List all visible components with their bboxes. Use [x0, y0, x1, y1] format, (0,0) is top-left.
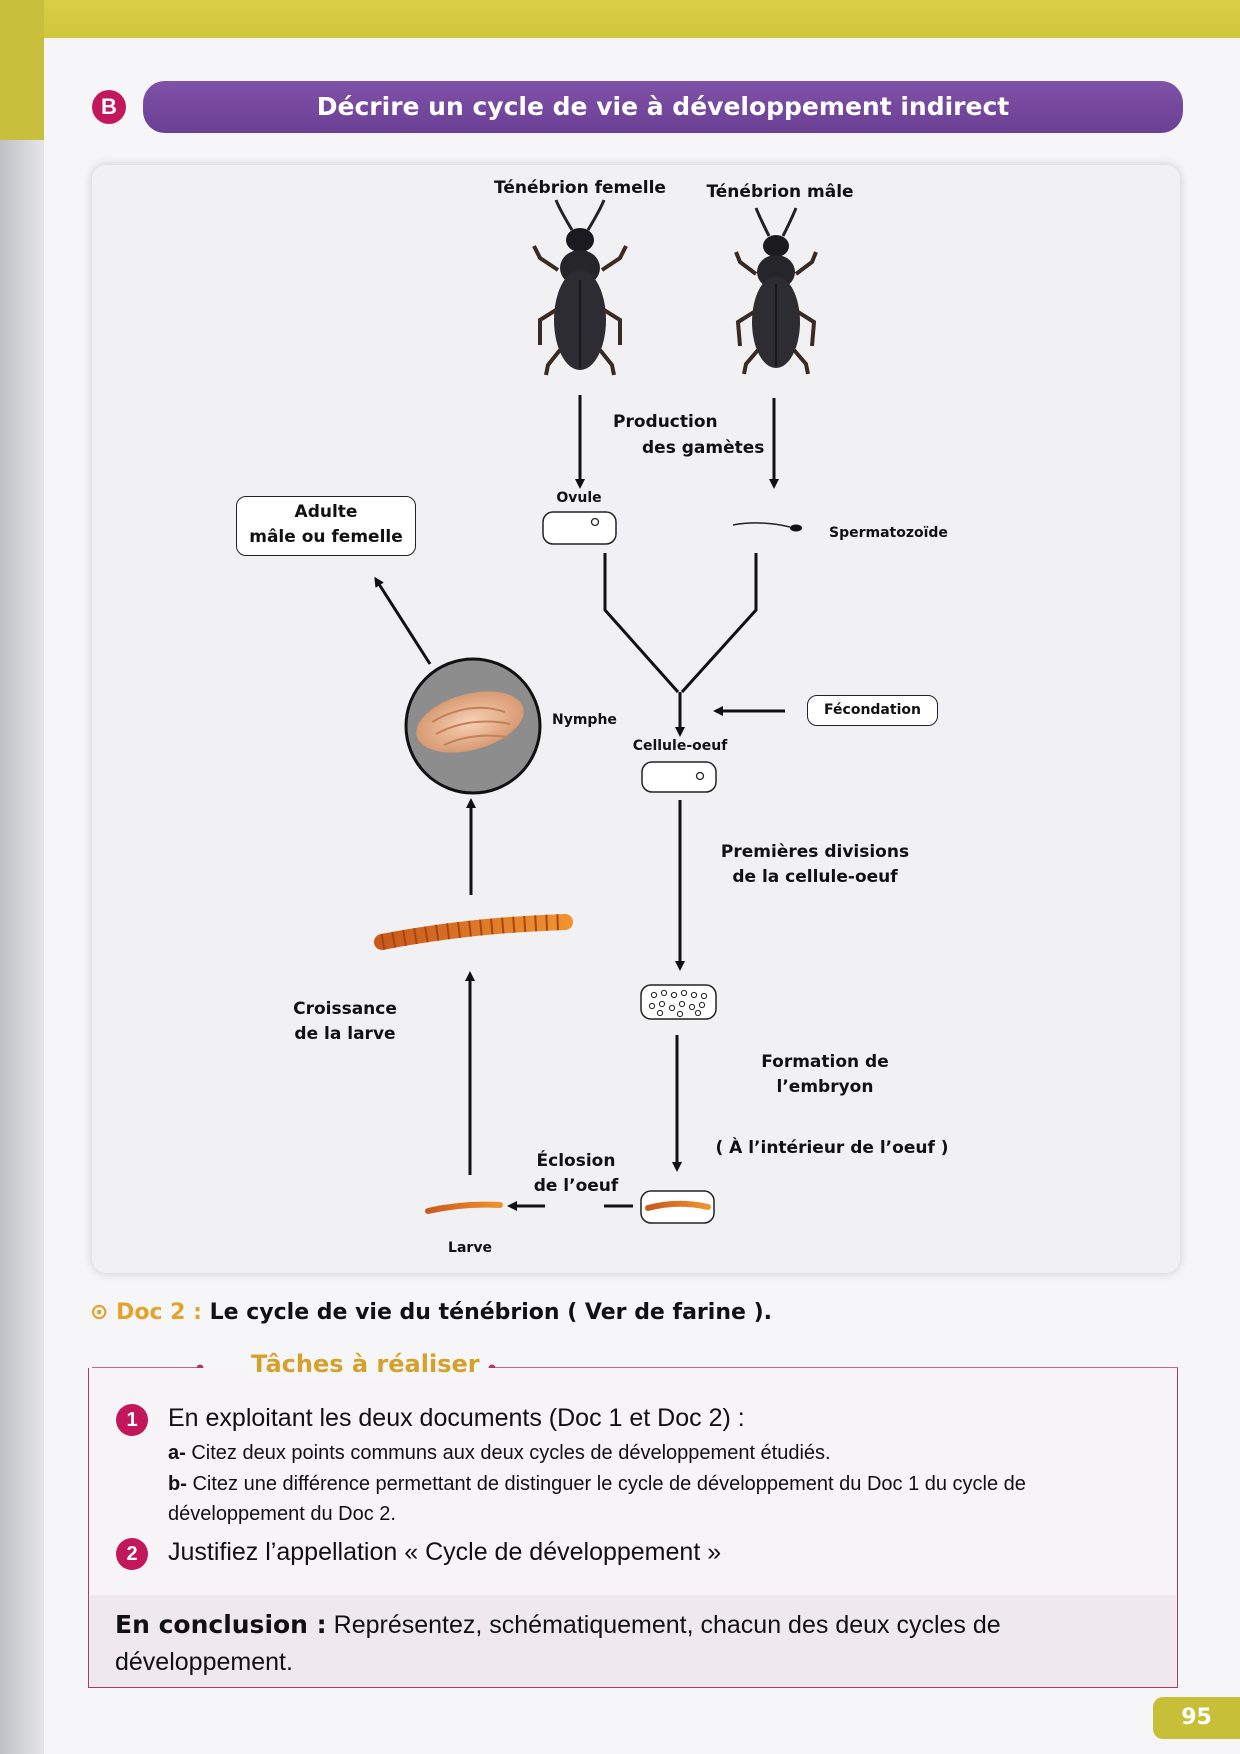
caption-bullet-icon: ⊙	[90, 1300, 109, 1325]
label-nymphe: Nymphe	[552, 712, 617, 728]
fecondation-box: Fécondation	[807, 695, 938, 726]
label-interieur-oeuf: ( À l’intérieur de l’oeuf )	[715, 1138, 949, 1158]
label-ovule: Ovule	[556, 490, 602, 506]
question-2: Justifiez l’appellation « Cycle de dével…	[168, 1538, 722, 1566]
binding-edge	[0, 0, 44, 1754]
beetle-female-image	[532, 199, 628, 376]
spermatozoide-shape	[732, 522, 802, 532]
label-premieres-divisions: Premières divisions de la cellule-oeuf	[720, 842, 910, 887]
arrow-nymph-to-adult	[374, 576, 432, 665]
adult-box: Adulte mâle ou femelle	[236, 496, 416, 556]
label-cellule-oeuf: Cellule-oeuf	[632, 738, 728, 754]
cellule-oeuf-shape	[641, 761, 717, 793]
section-letter-badge: B	[92, 90, 126, 124]
small-larva-image	[425, 1201, 503, 1214]
top-color-band	[0, 0, 1240, 40]
tasks-title: Tâches à réaliser	[245, 1350, 486, 1378]
nymph-image	[404, 657, 542, 795]
conclusion-band	[90, 1595, 1176, 1687]
label-female: Ténébrion femelle	[494, 178, 666, 198]
conclusion: En conclusion : Représentez, schématique…	[115, 1610, 1001, 1676]
caption-text: Le cycle de vie du ténébrion ( Ver de fa…	[209, 1300, 772, 1325]
page-number: 95	[1153, 1697, 1240, 1739]
embryo-cells-shape	[640, 984, 717, 1020]
label-male: Ténébrion mâle	[706, 182, 854, 202]
binding-edge-accent	[0, 0, 44, 140]
big-larva-image	[374, 914, 573, 950]
label-spermatozoide: Spermatozoïde	[829, 525, 948, 541]
section-title: Décrire un cycle de vie à développement …	[143, 81, 1183, 133]
label-larve: Larve	[448, 1240, 492, 1256]
caption-doc-label: Doc 2 :	[116, 1300, 202, 1325]
question-2-number: 2	[116, 1538, 148, 1570]
question-1b: b- Citez une différence permettant de di…	[168, 1473, 1026, 1525]
life-cycle-diagram	[92, 165, 1180, 1273]
question-1a: a- Citez deux points communs aux deux cy…	[168, 1442, 831, 1464]
label-eclosion: Éclosion de l’oeuf	[533, 1151, 619, 1196]
label-gamete-production: Production des gamètes	[613, 412, 765, 458]
label-formation-embryon: Formation de l’embryon	[761, 1052, 889, 1097]
beetle-male-image	[734, 207, 818, 375]
figure-caption: ⊙ Doc 2 : Le cycle de vie du ténébrion (…	[90, 1300, 772, 1325]
egg-with-embryo-shape	[640, 1190, 715, 1224]
ovule-shape	[542, 511, 617, 545]
label-croissance-larve: Croissance de la larve	[293, 999, 397, 1044]
question-1-number: 1	[116, 1404, 148, 1436]
question-1: En exploitant les deux documents (Doc 1 …	[168, 1404, 745, 1432]
